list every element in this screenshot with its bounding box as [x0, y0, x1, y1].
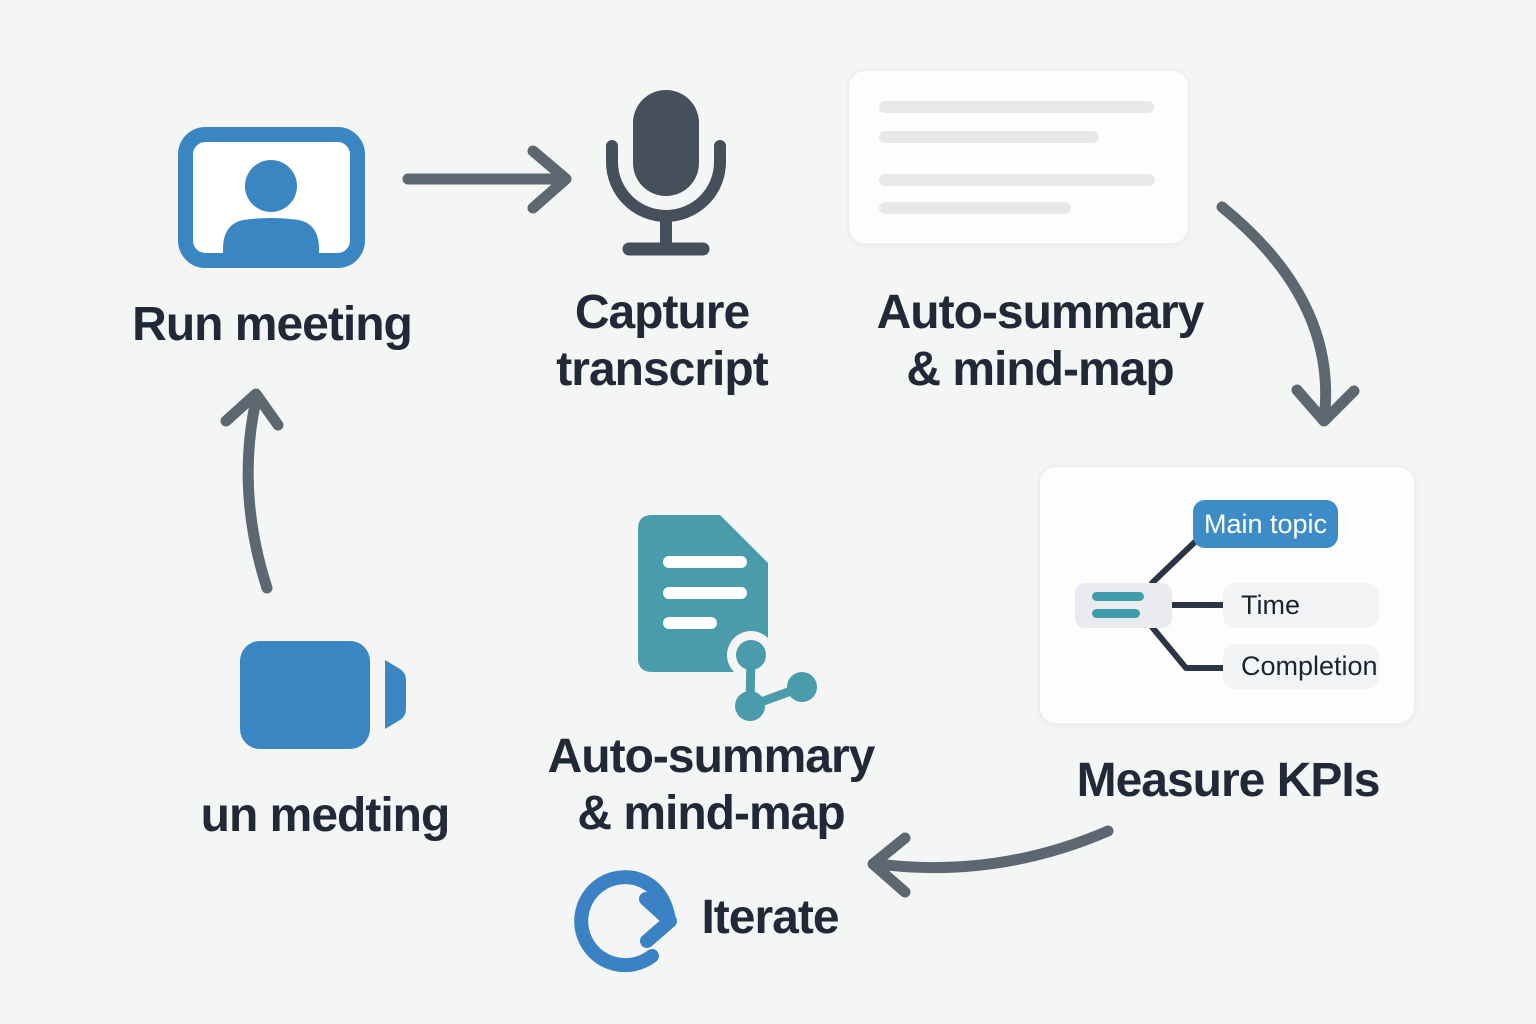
microphone-icon — [606, 90, 726, 256]
label-line: transcript — [556, 343, 768, 396]
mindmap-node-main-topic: Main topic — [1193, 500, 1338, 548]
summary-skeleton-card — [847, 69, 1190, 245]
text-line — [879, 131, 1099, 143]
mindmap-hub-node — [1075, 583, 1172, 628]
video-call-icon — [178, 127, 365, 268]
refresh-icon — [574, 870, 677, 973]
label-line: Capture — [574, 286, 750, 339]
document-mindmap-icon — [638, 515, 826, 730]
label-line: Auto-summary — [547, 730, 876, 783]
label-line: & mind-map — [577, 787, 845, 840]
label-line: Auto-summary — [876, 286, 1205, 339]
curved-arrow-down-icon — [1216, 201, 1360, 427]
hub-line — [1092, 592, 1144, 601]
text-line — [879, 174, 1155, 186]
curved-arrow-left-icon — [867, 825, 1114, 898]
arrow-up-icon — [220, 388, 284, 594]
label-run-meeting: Run meeting — [132, 298, 413, 351]
arrow-right-icon — [402, 145, 572, 214]
label-auto-summary-top: Auto-summary & mind-map — [876, 284, 1205, 398]
hub-line — [1092, 609, 1140, 618]
label-measure-kpis: Measure KPIs — [1076, 754, 1381, 807]
mindmap-connectors — [1149, 536, 1228, 671]
text-line — [879, 101, 1154, 113]
label-capture-transcript: Capture transcript — [556, 284, 768, 398]
share-nodes-icon — [735, 640, 817, 721]
text-line — [879, 202, 1071, 214]
label-line: & mind-map — [906, 343, 1174, 396]
mindmap-node-completion: Completion — [1223, 644, 1379, 689]
label-iterate: Iterate — [701, 891, 839, 944]
video-camera-icon — [240, 641, 406, 749]
label-auto-summary-center: Auto-summary & mind-map — [547, 728, 876, 842]
mindmap-node-time: Time — [1223, 583, 1379, 628]
label-run-meeting-alt: un medting — [200, 789, 451, 842]
